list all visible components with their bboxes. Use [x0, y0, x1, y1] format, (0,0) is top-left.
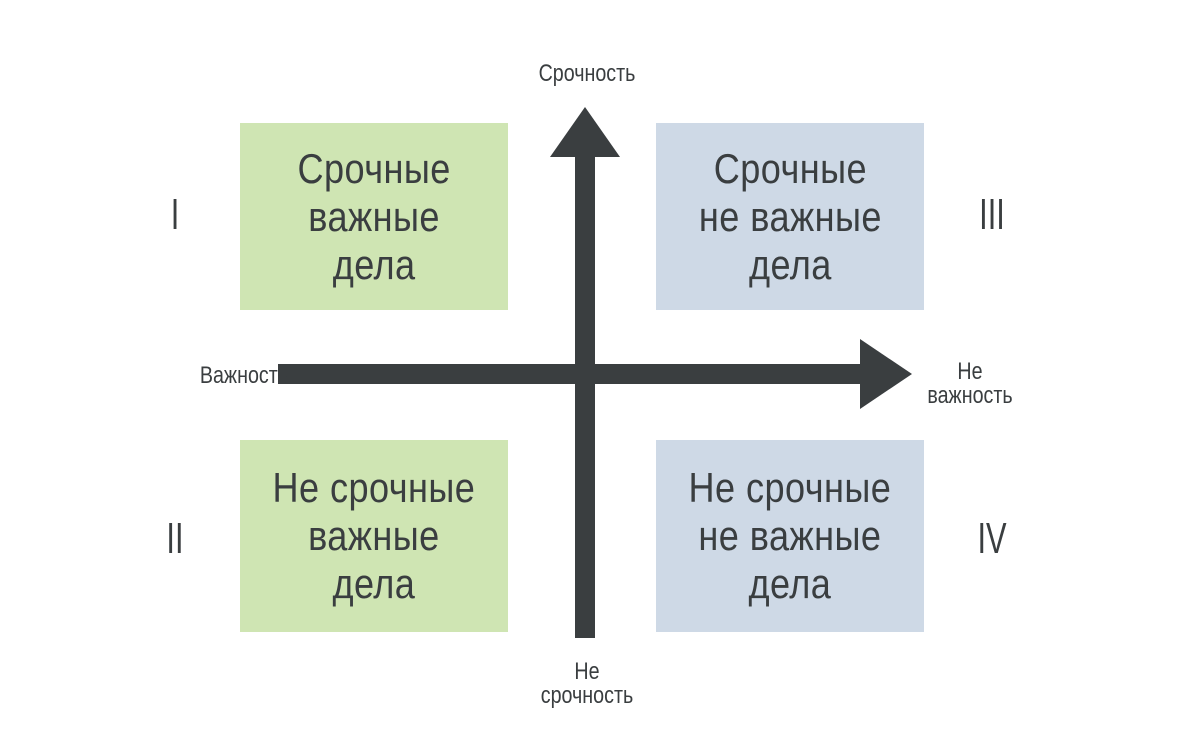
quadrant-4-line1: Не срочные — [688, 464, 892, 511]
axis-label-not-urgency-line2: срочность — [540, 682, 634, 709]
quadrant-not-urgent-not-important: Не срочные не важные дела — [656, 440, 924, 632]
axis-label-urgency-text: Срочность — [538, 60, 636, 87]
quadrant-3-numeral: III — [979, 190, 1005, 239]
axis-label-not-importance-line2: важность — [927, 382, 1013, 409]
axis-label-urgency: Срочность — [513, 62, 661, 86]
quadrant-1-line2: важные — [308, 192, 440, 240]
quadrant-4-line2: не важные — [698, 512, 882, 559]
horizontal-axis-arrowhead — [860, 339, 912, 409]
axis-label-not-urgency-line1: Не — [574, 658, 600, 685]
axis-label-not-urgency: Не срочность — [513, 660, 661, 708]
quadrant-not-urgent-important: Не срочные важные дела — [240, 440, 508, 632]
quadrant-3-line2: не важные — [698, 192, 882, 240]
horizontal-axis-line — [278, 364, 870, 384]
quadrant-3-line3: дела — [748, 240, 832, 288]
quadrant-1-line1: Срочные — [297, 144, 451, 192]
vertical-axis-arrowhead — [550, 107, 620, 157]
quadrant-2-numeral: II — [166, 514, 184, 563]
axis-label-importance-text: Важность — [199, 362, 288, 389]
quadrant-1-numeral: I — [170, 190, 180, 239]
quadrant-urgent-important: Срочные важные дела — [240, 123, 508, 310]
axis-label-not-importance: Не важность — [921, 360, 1019, 408]
quadrant-3-line1: Срочные — [713, 144, 867, 192]
quadrant-2-line3: дела — [332, 560, 416, 607]
axis-label-importance: Важность — [149, 364, 288, 388]
quadrant-1-line3: дела — [332, 240, 416, 288]
quadrant-urgent-not-important: Срочные не важные дела — [656, 123, 924, 310]
quadrant-4-line3: дела — [748, 560, 832, 607]
quadrant-4-numeral: IV — [977, 514, 1007, 563]
quadrant-2-line1: Не срочные — [272, 464, 476, 511]
quadrant-2-line2: важные — [308, 512, 440, 559]
vertical-axis-line — [575, 150, 595, 638]
axis-label-not-importance-line1: Не — [957, 358, 983, 385]
